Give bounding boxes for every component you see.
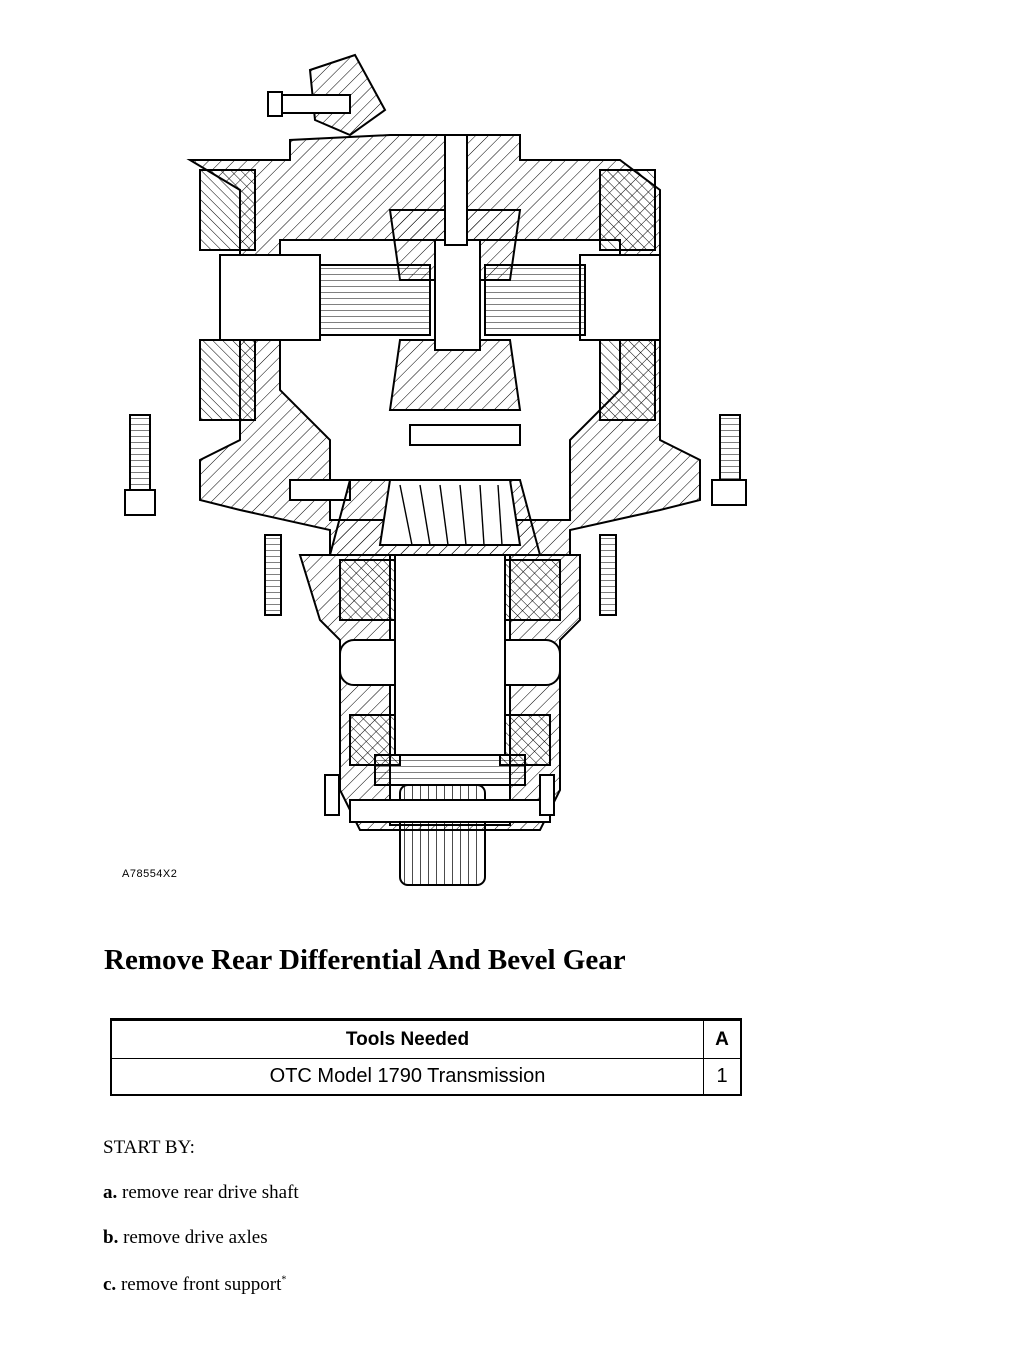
tools-needed-header: Tools Needed [110, 1018, 704, 1060]
step-a: a. remove rear drive shaft [103, 1182, 299, 1204]
step-c: c. remove front support* [103, 1274, 286, 1296]
footnote-mark: * [281, 1274, 287, 1286]
section-title: Remove Rear Differential And Bevel Gear [104, 944, 626, 976]
step-letter: b. [103, 1227, 119, 1248]
start-by-label: START BY: [103, 1137, 195, 1158]
tool-qty-cell: 1 [703, 1058, 742, 1096]
step-text: remove front support [120, 1274, 282, 1295]
tools-needed-table: Tools Needed A OTC Model 1790 Transmissi… [110, 1018, 742, 1096]
step-letter: c. [103, 1274, 117, 1295]
step-text: remove drive axles [123, 1227, 268, 1248]
step-letter: a. [103, 1182, 118, 1203]
column-a-header: A [703, 1018, 742, 1060]
step-text: remove rear drive shaft [122, 1182, 299, 1203]
figure-id-label: A78554X2 [122, 868, 178, 880]
step-b: b. remove drive axles [103, 1227, 268, 1249]
table-row: OTC Model 1790 Transmission 1 [110, 1058, 742, 1096]
tool-name-cell: OTC Model 1790 Transmission [110, 1058, 704, 1096]
differential-cross-section-diagram [100, 40, 800, 900]
tools-table-header-row: Tools Needed A [110, 1018, 742, 1060]
